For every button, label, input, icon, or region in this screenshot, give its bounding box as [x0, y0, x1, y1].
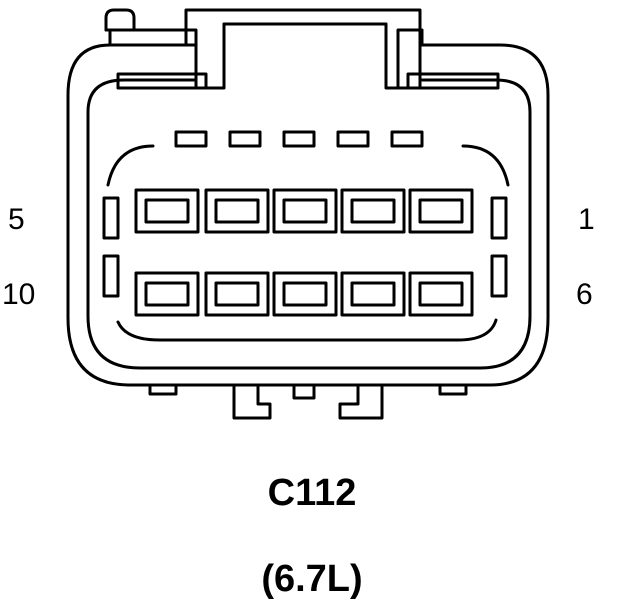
top-right-key-arc — [461, 144, 510, 187]
right-latch-window — [406, 72, 500, 90]
pin-cavity-2 — [340, 188, 406, 234]
bottom-key-arc — [116, 318, 498, 342]
pin-cavity-8 — [272, 271, 338, 317]
top-slot — [282, 130, 316, 148]
left-side-slot — [102, 254, 120, 298]
bottom-right-clip — [338, 383, 384, 420]
pin-cavity-3 — [272, 188, 338, 234]
housing-outer — [66, 22, 550, 387]
connector-id: C112 — [267, 472, 357, 514]
top-slot — [228, 130, 262, 148]
bottom-center-clip — [292, 383, 316, 400]
housing-inner — [86, 78, 532, 370]
top-slot — [390, 130, 424, 148]
pin-row-bottom — [134, 271, 474, 317]
engine-variant: (6.7L) — [261, 558, 363, 600]
bottom-right-foot — [438, 383, 468, 396]
left-side-slot — [102, 196, 120, 240]
pin-label-top-left: 5 — [8, 203, 25, 236]
pin-label-bottom-left: 10 — [2, 278, 36, 311]
left-latch-nub — [104, 8, 136, 32]
pin-cavity-4 — [204, 188, 270, 234]
top-slot — [174, 130, 208, 148]
pin-cavity-9 — [204, 271, 270, 317]
left-latch-window — [116, 72, 208, 90]
pin-cavity-7 — [340, 271, 406, 317]
lock-tab — [184, 8, 422, 47]
pin-cavity-5 — [134, 188, 200, 234]
bottom-left-clip — [232, 383, 272, 420]
pin-cavity-1 — [408, 188, 474, 234]
pin-label-bottom-right: 6 — [576, 278, 593, 311]
right-side-slot — [490, 196, 508, 240]
pin-label-top-right: 1 — [578, 203, 595, 236]
pin-row-top — [134, 188, 474, 234]
top-left-key-arc — [106, 144, 155, 187]
bottom-left-foot — [148, 383, 178, 396]
pin-cavity-6 — [408, 271, 474, 317]
right-side-slot — [490, 254, 508, 298]
top-slot — [336, 130, 370, 148]
pin-cavity-10 — [134, 271, 200, 317]
